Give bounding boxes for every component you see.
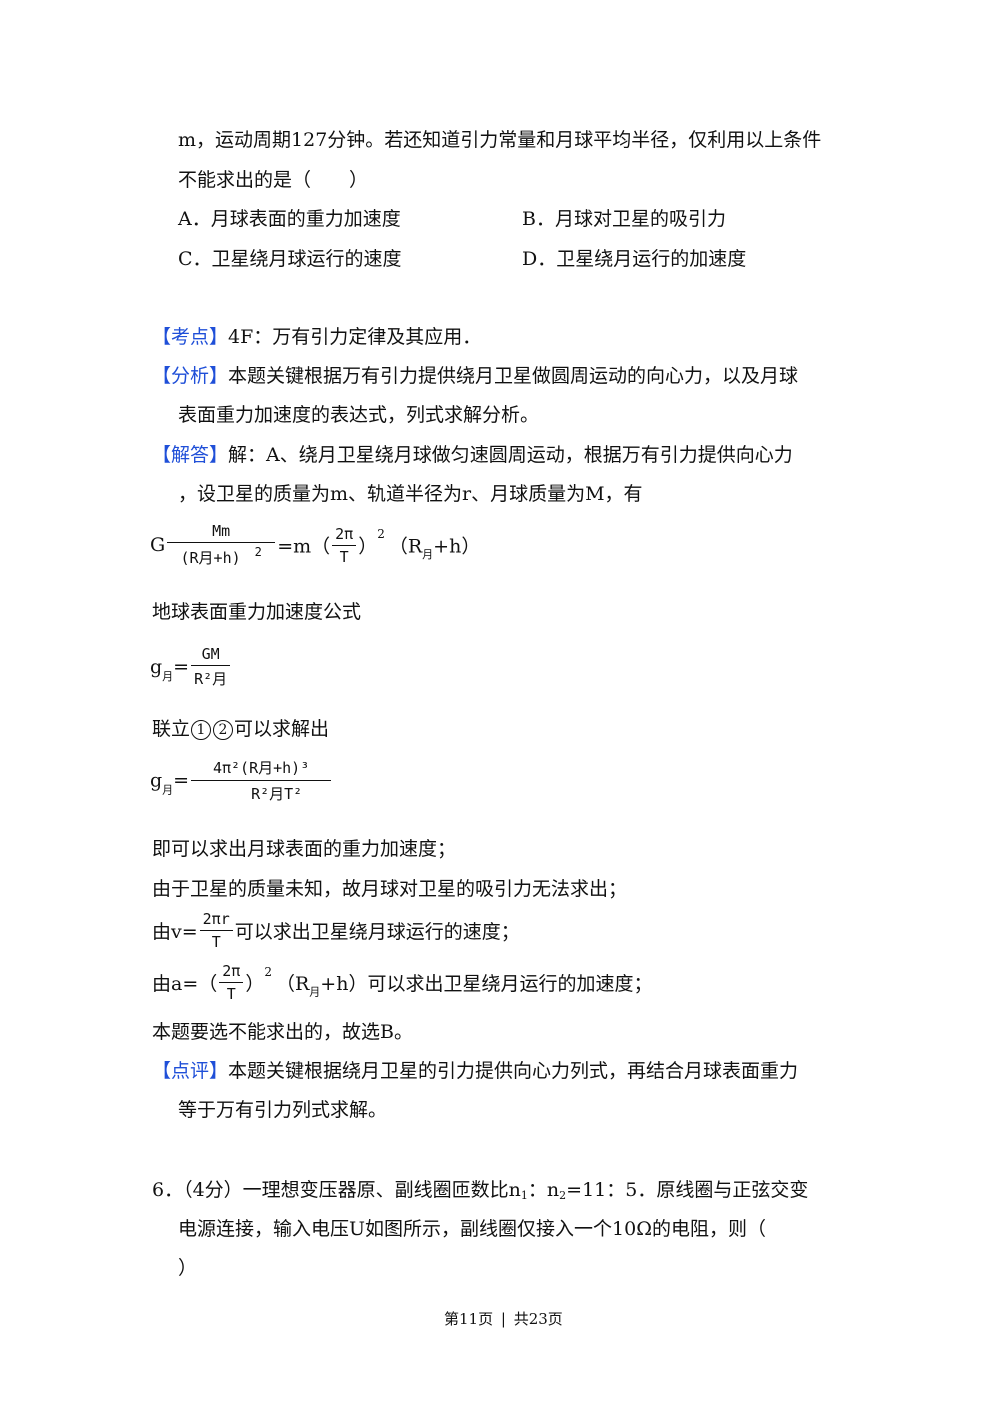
eq2-numerator: GM <box>201 645 220 663</box>
circled-number-2: 2 <box>213 720 234 740</box>
a-tail-c: +h）可以求出卫星绕月运行的加速度； <box>320 973 653 995</box>
combine-b: 可以求解出 <box>234 718 330 740</box>
fenxi-row: 【分析】本题关键根据万有引力提供绕月卫星做圆周运动的向心力，以及月球 <box>152 367 798 386</box>
v-lead: 由v= <box>152 921 198 943</box>
q6-line1-b: ：n <box>527 1179 560 1201</box>
a-tail-sub: 月 <box>309 985 321 999</box>
a-tail-a: ） <box>245 973 265 995</box>
question5-stem-line1: m，运动周期127分钟。若还知道引力常量和月球平均半径，仅利用以上条件 <box>178 129 822 151</box>
eq1-tail-b: （R <box>388 535 423 558</box>
fenxi-line2: 表面重力加速度的表达式，列式求解分析。 <box>178 404 540 426</box>
eq2-eq: = <box>173 656 190 678</box>
eq1-tail-exp: 2 <box>377 527 385 541</box>
q6-sub2: 2 <box>559 1189 567 1202</box>
final-answer: 本题要选不能求出的，故选B。 <box>152 1021 413 1043</box>
a-denominator: T <box>219 982 244 1003</box>
equation-2: g月= GM R²月 <box>150 645 232 689</box>
eq1-lead: G <box>150 534 166 556</box>
eq2-lead-sub: 月 <box>162 670 174 683</box>
eq1-numerator: Mm <box>212 522 231 540</box>
eq1-tail-sub: 月 <box>422 548 434 561</box>
q6-line1-a: 6．（4分）一理想变压器原、副线圈匝数比n <box>152 1179 521 1201</box>
eq3-lead-sub: 月 <box>162 783 174 797</box>
question6-line2: 电源连接，输入电压U如图所示，副线圈仅接入一个10Ω的电阻，则（ <box>178 1218 766 1240</box>
dianping-row: 【点评】本题关键根据绕月卫星的引力提供向心力列式，再结合月球表面重力 <box>152 1062 798 1081</box>
eq1-inner-den: T <box>332 544 357 566</box>
footer-separator: | <box>500 1310 506 1328</box>
kaodian-text: 4F：万有引力定律及其应用． <box>228 326 482 348</box>
v-numerator: 2πr <box>202 910 230 928</box>
eq3-numerator: 4π²(R月+h)³ <box>212 759 310 777</box>
eq1-inner-num: 2π <box>335 524 354 543</box>
dianping-line2: 等于万有引力列式求解。 <box>178 1099 388 1121</box>
a-lead: 由a=（ <box>152 973 218 995</box>
dianping-line1: 本题关键根据绕月卫星的引力提供向心力列式，再结合月球表面重力 <box>228 1060 799 1082</box>
question6-line3: ） <box>178 1257 198 1279</box>
eq3-fraction: 4π²(R月+h)³ R²月T² <box>191 757 332 804</box>
eq1-fraction: Mm (R月+h) 2 <box>167 522 276 568</box>
fenxi-label: 【分析】 <box>152 365 229 387</box>
conclusion-2: 由于卫星的质量未知，故月球对卫星的吸引力无法求出； <box>152 878 628 900</box>
eq1-denominator: (R月+h) 2 <box>167 542 276 568</box>
jieda-row: 【解答】解：A、绕月卫星绕月球做匀速圆周运动，根据万有引力提供向心力 <box>152 446 793 465</box>
eq1-mid: =m（ <box>277 535 331 558</box>
gravity-formula-label: 地球表面重力加速度公式 <box>152 601 362 623</box>
option-a: A．月球表面的重力加速度 <box>178 208 401 230</box>
option-c: C．卫星绕月球运行的速度 <box>178 248 402 270</box>
eq1-tail-c: +h） <box>433 535 481 558</box>
eq2-fraction: GM R²月 <box>191 645 231 689</box>
circled-number-1: 1 <box>191 720 212 740</box>
a-numerator: 2π <box>222 962 241 980</box>
page-footer: 第11页 | 共23页 <box>444 1312 563 1327</box>
eq2-lead: g <box>150 656 163 678</box>
eq2-denominator: R²月 <box>191 665 231 689</box>
equation-3: g月= 4π²(R月+h)³ R²月T² <box>150 757 333 804</box>
jieda-line1: 解：A、绕月卫星绕月球做匀速圆周运动，根据万有引力提供向心力 <box>228 444 793 466</box>
q6-sub1: 1 <box>520 1189 528 1202</box>
kaodian-label: 【考点】 <box>152 326 229 348</box>
eq1-den-exp: 2 <box>254 545 262 559</box>
jieda-label: 【解答】 <box>152 444 229 466</box>
v-denominator: T <box>199 930 233 951</box>
kaodian-row: 【考点】4F：万有引力定律及其应用． <box>152 328 481 347</box>
footer-total: 共23页 <box>513 1310 563 1328</box>
v-tail: 可以求出卫星绕月球运行的速度； <box>234 921 520 943</box>
a-tail-exp: 2 <box>264 964 272 979</box>
eq3-lead: g <box>150 769 163 792</box>
eq3-eq: = <box>173 769 190 792</box>
conclusion-1: 即可以求出月球表面的重力加速度； <box>152 838 457 860</box>
eq3-denominator: R²月T² <box>191 780 332 804</box>
footer-page: 第11页 <box>444 1310 494 1328</box>
combine-a: 联立 <box>152 718 191 740</box>
a-tail-b: （R <box>275 973 310 995</box>
q6-line1-c: =11：5．原线圈与正弦交变 <box>566 1179 809 1201</box>
eq1-tail-a: ） <box>358 535 378 558</box>
jieda-line2: ，设卫星的质量为m、轨道半径为r、月球质量为M，有 <box>178 483 643 505</box>
fenxi-line1: 本题关键根据万有引力提供绕月卫星做圆周运动的向心力，以及月球 <box>228 365 799 387</box>
option-b: B．月球对卫星的吸引力 <box>522 208 726 230</box>
question6-line1: 6．（4分）一理想变压器原、副线圈匝数比n1：n2=11：5．原线圈与正弦交变 <box>152 1179 809 1202</box>
dianping-label: 【点评】 <box>152 1060 229 1082</box>
option-d: D．卫星绕月运行的加速度 <box>522 248 747 270</box>
question5-stem-line2: 不能求出的是（ ） <box>178 169 369 191</box>
eq1-den-text: (R月+h) <box>180 549 241 567</box>
